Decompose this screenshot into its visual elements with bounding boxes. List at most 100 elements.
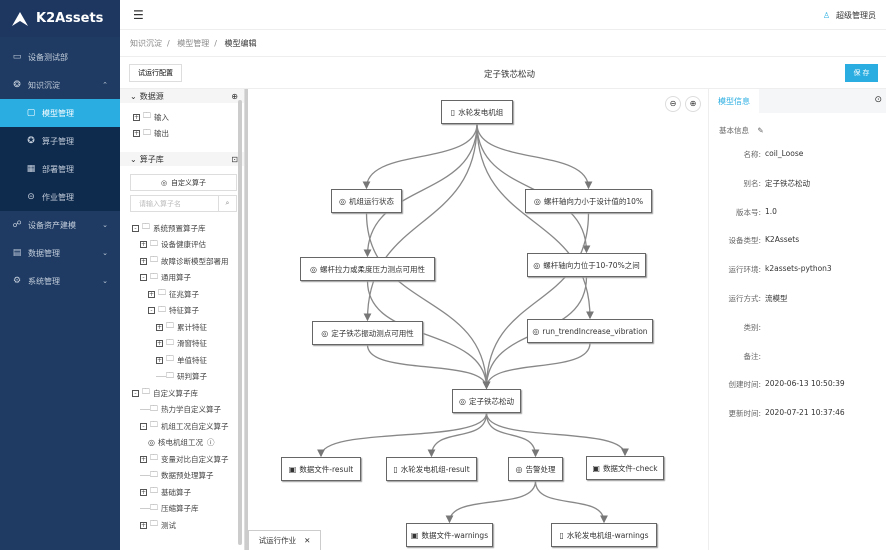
node-label: 水轮发电机组-warnings xyxy=(566,530,649,540)
scrollbar[interactable] xyxy=(238,100,242,545)
sidebar-item[interactable]: ⚙系统管理⌄ xyxy=(0,267,120,295)
expand-icon[interactable]: + xyxy=(156,356,163,364)
tree-item[interactable]: 🗀研判算子 xyxy=(132,369,244,386)
collapse-icon[interactable]: - xyxy=(132,389,139,397)
graph-node[interactable]: ◎告警处理 xyxy=(508,457,563,481)
expand-icon[interactable]: + xyxy=(133,130,140,138)
tree-item[interactable]: -🗀系统预置算子库 xyxy=(132,220,244,237)
tree-label: 特征算子 xyxy=(169,306,199,316)
graph-node[interactable]: ▯水轮发电机组 xyxy=(441,100,513,124)
operator-lib-header[interactable]: ⌄算子库⊡ xyxy=(120,152,244,166)
collapse-icon[interactable]: - xyxy=(140,274,147,282)
submenu-item[interactable]: ⊝作业管理 xyxy=(0,183,120,211)
tree-item[interactable]: -🗀自定义算子库 xyxy=(132,385,244,402)
tree-item[interactable]: +🗀测试 xyxy=(132,517,244,534)
datasource-header[interactable]: ⌄数据源⊕ xyxy=(120,89,244,103)
collapse-icon[interactable]: - xyxy=(140,422,147,430)
tree-item[interactable]: -🗀特征算子 xyxy=(132,303,244,320)
tree-item[interactable]: +🗀基础算子 xyxy=(132,484,244,501)
zoom-in-icon[interactable]: ⊕ xyxy=(685,96,701,112)
tree-label: 输出 xyxy=(154,129,169,139)
expand-icon[interactable]: + xyxy=(140,241,147,249)
tree-item[interactable]: +🗀输入 xyxy=(133,109,244,126)
custom-operator-button[interactable]: ◎自定义算子 xyxy=(130,174,237,191)
graph-node[interactable]: ◎螺杆轴向力位于10-70%之间 xyxy=(527,253,646,277)
tree-item[interactable]: 🗀热力学自定义算子 xyxy=(132,402,244,419)
expand-icon[interactable]: + xyxy=(140,257,147,265)
tree-item[interactable]: 🗀压缩算子库 xyxy=(132,501,244,518)
graph-node[interactable]: ▯水轮发电机组-result xyxy=(386,457,477,481)
job-icon: ⊝ xyxy=(27,192,35,202)
device-icon: ▯ xyxy=(450,107,456,117)
tree-item[interactable]: +🗀输出 xyxy=(133,126,244,143)
graph-node[interactable]: ▣数据文件-result xyxy=(281,457,361,481)
logo[interactable]: K2Assets xyxy=(0,0,120,37)
tree-item[interactable]: +🗀累计特征 xyxy=(132,319,244,336)
sidebar: K2Assets ▭设备测试部❂知识沉淀⌃▢模型管理✪算子管理▦部署管理⊝作业管… xyxy=(0,0,120,550)
expand-icon[interactable]: + xyxy=(133,113,140,121)
folder-icon: 🗀 xyxy=(150,238,158,248)
graph-node[interactable]: ◎螺杆拉力或柔度压力测点可用性 xyxy=(300,257,435,281)
graph-node[interactable]: ▯水轮发电机组-warnings xyxy=(551,523,657,547)
tree-item[interactable]: +🗀故障诊断模型部署用 xyxy=(132,253,244,270)
tree-item[interactable]: -🗀通用算子 xyxy=(132,270,244,287)
field-value: coil_Loose xyxy=(765,149,804,158)
zoom-out-icon[interactable]: ⊖ xyxy=(665,96,681,112)
info-field: 运行环境:k2assets-python3 xyxy=(709,264,886,293)
submenu-item[interactable]: ✪算子管理 xyxy=(0,127,120,155)
expand-icon[interactable]: + xyxy=(156,340,163,348)
search-icon[interactable]: ⌕ xyxy=(218,196,236,211)
user-menu[interactable]: ♙超级管理员 xyxy=(823,10,876,21)
folder-icon: 🗀 xyxy=(150,469,158,479)
save-button[interactable]: 保 存 xyxy=(845,64,878,82)
expand-icon[interactable]: + xyxy=(140,521,147,529)
tree-item[interactable]: +🗀变量对比自定义算子 xyxy=(132,451,244,468)
operator-search-input[interactable]: 请输入算子名⌕ xyxy=(130,195,237,212)
submenu-item[interactable]: ▦部署管理 xyxy=(0,155,120,183)
expand-icon[interactable]: + xyxy=(148,290,155,298)
operator-panel: ⌄数据源⊕ +🗀输入 +🗀输出 ⌄算子库⊡ ◎自定义算子 请输入算子名⌕ -🗀系… xyxy=(120,89,245,550)
graph-node[interactable]: ◎定子铁芯松动 xyxy=(452,389,521,413)
expand-icon[interactable]: + xyxy=(156,323,163,331)
collapse-icon[interactable]: ⊙ xyxy=(874,95,882,105)
graph-node[interactable]: ▣数据文件-check xyxy=(586,456,664,480)
breadcrumb-item[interactable]: 模型管理 xyxy=(177,39,210,48)
tree-item[interactable]: +🗀单值特征 xyxy=(132,352,244,369)
graph-node[interactable]: ◎机组运行状态 xyxy=(331,189,402,213)
data-icon: ▤ xyxy=(12,248,22,258)
sidebar-item[interactable]: ❂知识沉淀⌃ xyxy=(0,71,120,99)
node-label: 定子铁芯松动 xyxy=(468,396,514,406)
graph-node[interactable]: ◎定子铁芯振动测点可用性 xyxy=(312,321,423,345)
menu-toggle-icon[interactable]: ☰ xyxy=(133,8,144,22)
tree-item[interactable]: 🗀数据预处理算子 xyxy=(132,468,244,485)
close-icon[interactable]: ✕ xyxy=(304,536,311,545)
sidebar-item[interactable]: ▤数据管理⌄ xyxy=(0,239,120,267)
tree-item[interactable]: +🗀征兆算子 xyxy=(132,286,244,303)
export-icon[interactable]: ⊡ xyxy=(231,154,238,164)
monitor-icon: ▭ xyxy=(12,52,22,62)
breadcrumb-item[interactable]: 知识沉淀 xyxy=(130,39,162,48)
tree-item[interactable]: +🗀设备健康评估 xyxy=(132,237,244,254)
sidebar-item[interactable]: ☍设备资产建模⌄ xyxy=(0,211,120,239)
graph-node[interactable]: ◎run_trendIncrease_vibration xyxy=(527,319,653,343)
collapse-icon[interactable]: - xyxy=(132,224,139,232)
sidebar-item[interactable]: ▭设备测试部 xyxy=(0,43,120,71)
submenu-item[interactable]: ▢模型管理 xyxy=(0,99,120,127)
tab-model-info[interactable]: 模型信息 xyxy=(709,89,759,113)
graph-canvas[interactable]: ⊖ ⊕ xyxy=(245,89,708,550)
graph-node[interactable]: ◎螺杆轴向力小于设计值的10% xyxy=(525,189,652,213)
graph-node[interactable]: ▣数据文件-warnings xyxy=(406,523,493,547)
tree-item[interactable]: -🗀机组工况自定义算子 xyxy=(132,418,244,435)
collapse-icon[interactable]: - xyxy=(148,307,155,315)
expand-icon[interactable]: + xyxy=(140,488,147,496)
run-config-button[interactable]: 试运行配置 xyxy=(129,64,182,82)
edit-icon[interactable]: ✎ xyxy=(757,126,764,135)
expand-icon[interactable]: + xyxy=(140,455,147,463)
tree-item[interactable]: +🗀滑窗特征 xyxy=(132,336,244,353)
user-name: 超级管理员 xyxy=(836,11,876,20)
help-icon[interactable]: ⓘ xyxy=(206,438,215,448)
add-circle-icon[interactable]: ⊕ xyxy=(231,91,238,101)
run-job-tab[interactable]: 试运行作业✕ xyxy=(248,530,321,550)
